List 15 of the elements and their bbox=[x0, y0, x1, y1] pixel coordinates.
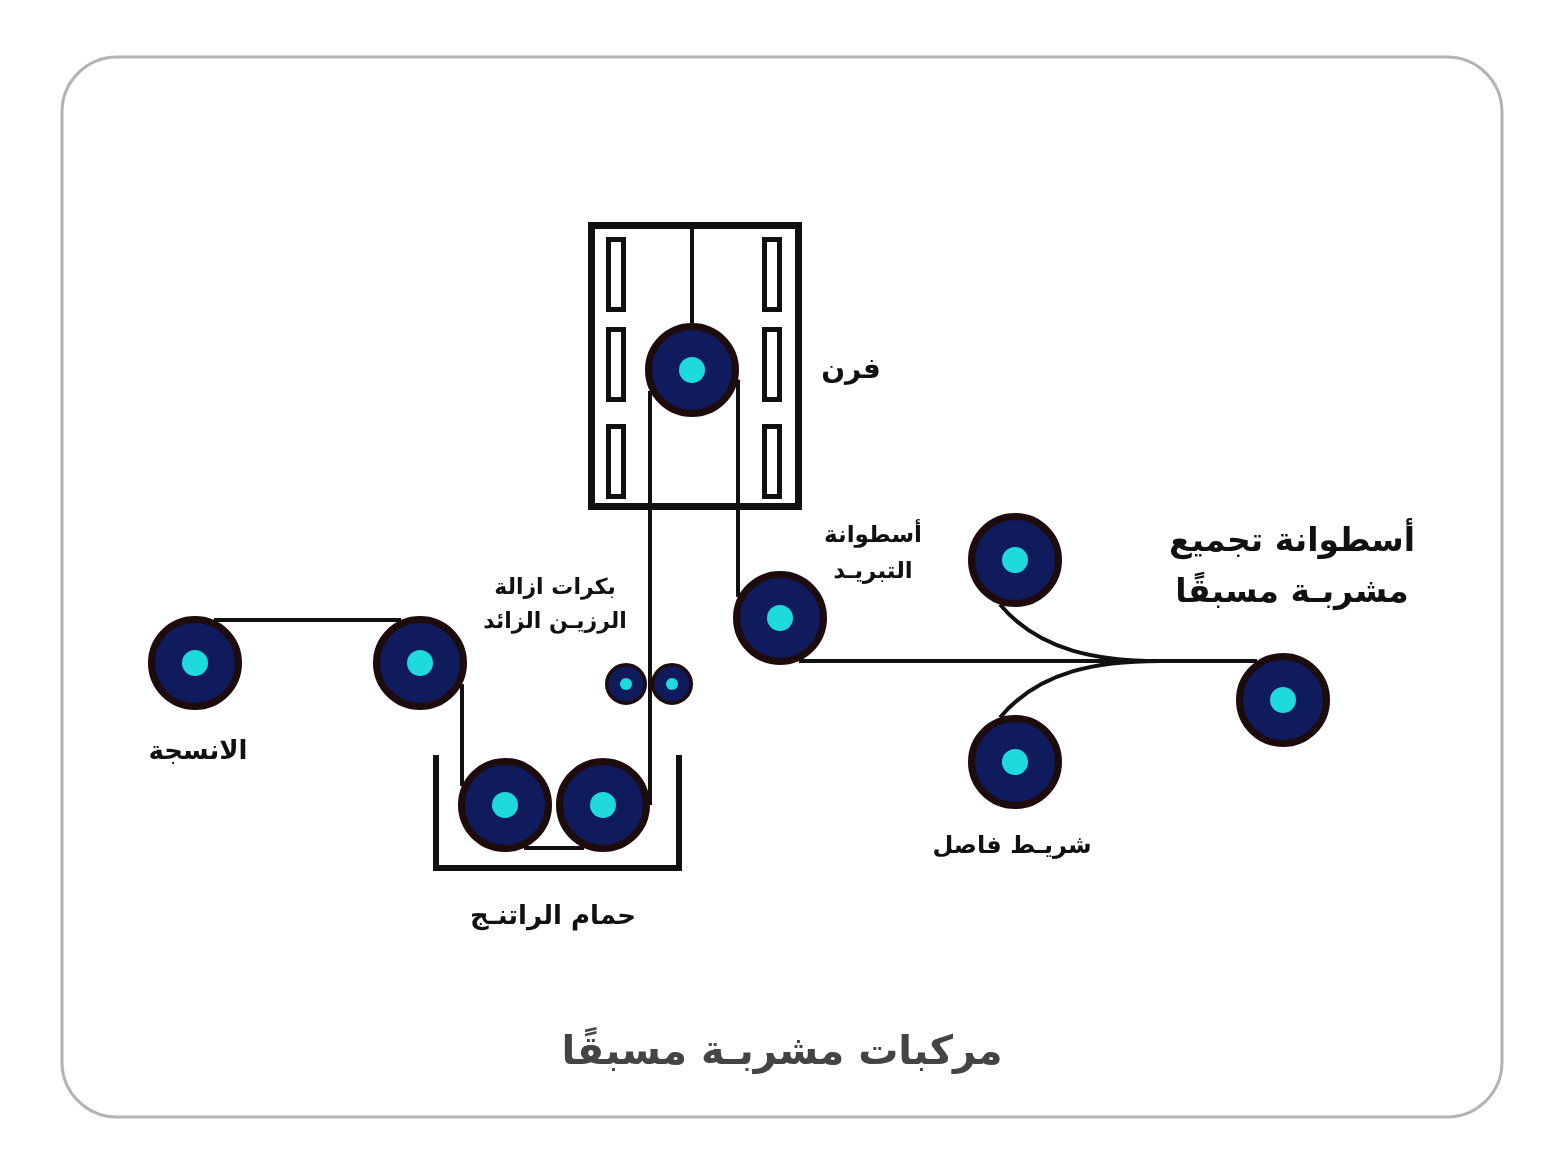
caption: مركبات مشربـة مسبقًا bbox=[561, 1026, 1003, 1076]
roller-label: الانسجة bbox=[148, 733, 248, 767]
oven-label: فرن bbox=[821, 351, 881, 388]
web-line bbox=[648, 391, 652, 805]
part-label: بكرات ازالة الرزيـن الزائد bbox=[482, 572, 628, 636]
web-line bbox=[998, 659, 1257, 719]
web-line bbox=[524, 846, 584, 850]
roller-label: أسطوانة التبريـد bbox=[823, 518, 923, 586]
roller-label: أسطوانة تجميع مشربـة مسبقًا bbox=[1167, 517, 1417, 613]
tank-label: حمام الراتنـج bbox=[470, 898, 636, 933]
web-line bbox=[214, 618, 401, 622]
web-line bbox=[736, 379, 740, 597]
hanger-line bbox=[690, 229, 694, 323]
web-line bbox=[460, 684, 464, 786]
roller-label: شريـط فاصل bbox=[932, 830, 1092, 862]
